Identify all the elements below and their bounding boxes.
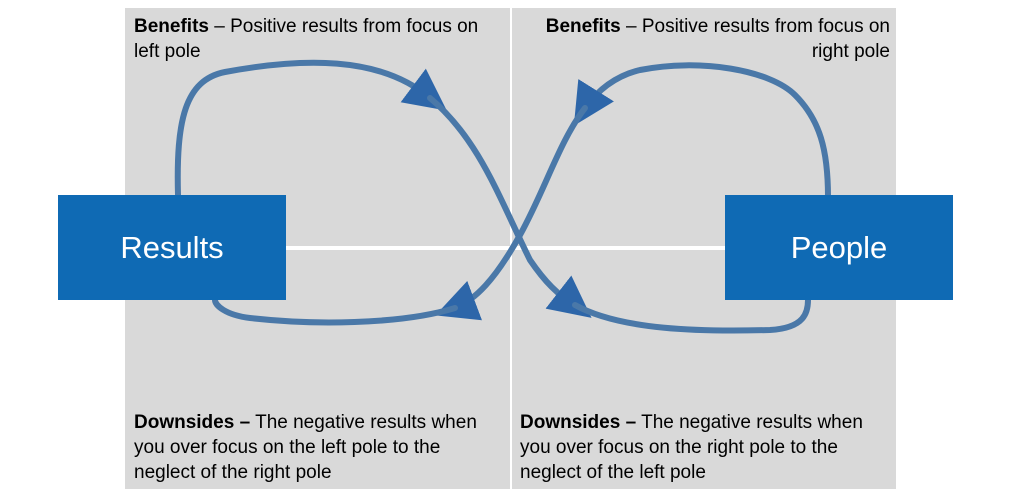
pole-people-label: People — [790, 229, 888, 265]
loop-path-right-bottom — [572, 297, 811, 334]
benefits-right-description: – Positive results from focus on right p… — [620, 16, 890, 62]
benefits-left-text: Benefits – Positive results from focus o… — [134, 14, 506, 64]
benefits-left-heading: Benefits — [134, 16, 209, 37]
pole-results: Results — [58, 195, 286, 300]
downsides-left-heading: Downsides – — [134, 412, 251, 433]
pole-people: People — [725, 195, 953, 300]
loop-path-center-cross-up — [452, 105, 588, 311]
downsides-left-text: Downsides – The negative results when yo… — [134, 410, 506, 485]
benefits-right-text: Benefits – Positive results from focus o… — [520, 14, 890, 64]
loop-path-left-bottom — [212, 297, 458, 326]
downsides-right-heading: Downsides – — [520, 412, 637, 433]
downsides-right-text: Downsides – The negative results when yo… — [520, 410, 892, 485]
benefits-right-heading: Benefits — [545, 16, 621, 37]
downsides-left-description: The negative results when you over focus… — [134, 412, 477, 483]
benefits-left-description: – Positive results from focus on left po… — [134, 16, 479, 62]
loop-path-left-top — [174, 59, 433, 198]
pole-results-label: Results — [120, 229, 224, 265]
loop-path-right-top — [582, 62, 831, 200]
loop-path-center-cross-down — [427, 95, 578, 308]
downsides-right-description: The negative results when you over focus… — [520, 412, 863, 483]
